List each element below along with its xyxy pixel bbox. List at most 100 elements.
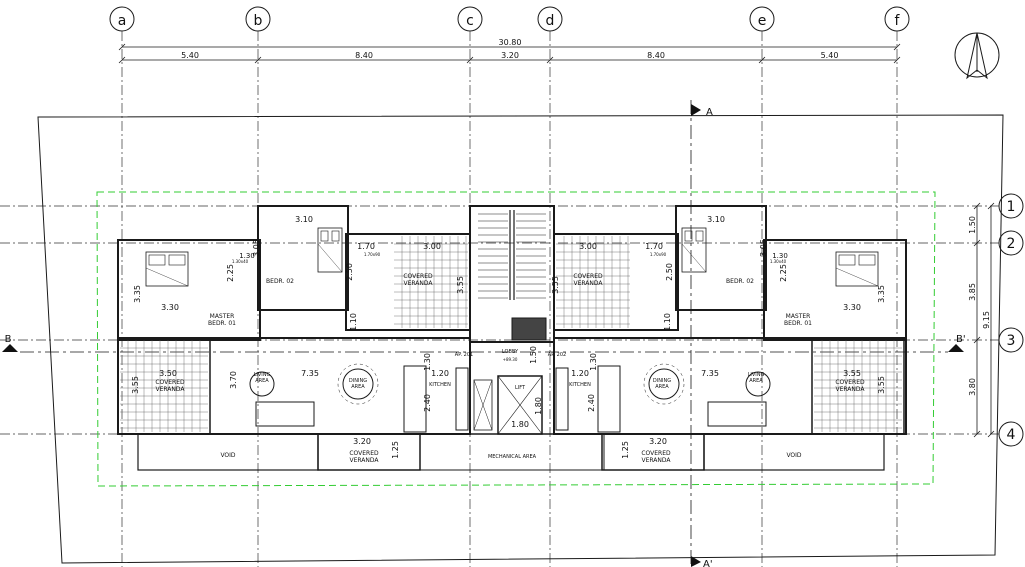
dim-label: 7.35 [301, 369, 319, 378]
dim-tick [758, 56, 766, 64]
dim-right: 1.50 [968, 216, 977, 234]
plan-label-line: BEDR. 01 [784, 320, 812, 327]
site-boundary [37, 114, 1004, 564]
dim-overall: 30.80 [499, 38, 522, 47]
pillow [168, 254, 186, 266]
dim-tick [973, 336, 981, 344]
wall-master-left [117, 239, 261, 341]
bed-fold [835, 267, 879, 287]
plan-label-line: VERANDA [403, 280, 433, 287]
dim-tick [973, 430, 981, 438]
dim-label: 3.05 [252, 239, 261, 257]
plan-label-line: COVERED [835, 379, 865, 386]
pillow [858, 254, 876, 266]
plan-label-line: LIVING [748, 372, 765, 378]
plan-label-line: COVERED [641, 450, 671, 457]
dim-span: 3.20 [501, 51, 519, 60]
dim-label: 3.55 [843, 369, 861, 378]
room-label: LIFT [515, 385, 526, 391]
section-label-a: A [706, 107, 713, 118]
dim-label: 2.25 [226, 264, 235, 282]
section-arrow-a [691, 104, 701, 116]
plan-label-line: COVERED [573, 273, 603, 280]
pillow [695, 230, 704, 242]
dim-label: 3.55 [456, 276, 465, 294]
dim-label: 3.55 [877, 376, 886, 394]
grid-label-column: f [895, 13, 901, 29]
dim-label: 1.70 [357, 242, 375, 251]
pillow [331, 230, 340, 242]
dim-label: 3.10 [707, 215, 725, 224]
dim-label: 1.70 [645, 242, 663, 251]
dim-label: 1.30x40 [232, 259, 249, 264]
room-label: KITCHEN [429, 382, 451, 388]
dim-label: 1.30x40 [770, 259, 787, 264]
plan-label-line: COVERED [349, 450, 379, 457]
hatch-veranda-ur [556, 236, 630, 328]
dim-tick [893, 56, 901, 64]
dim-label: 1.25 [391, 441, 400, 459]
dim-tick [893, 43, 901, 51]
dim-tick [118, 43, 126, 51]
dim-span: 5.40 [821, 51, 839, 60]
bed-fold [681, 243, 707, 273]
sofa-left [255, 401, 315, 427]
dim-label: 1.30 [239, 252, 255, 260]
dim-right: 3.85 [968, 283, 977, 301]
room-label: VOID [220, 452, 235, 459]
shaft-left [473, 379, 493, 431]
grid-label-column: c [466, 13, 474, 29]
plan-label-line: MASTER [786, 313, 811, 320]
room-label: AP. 202 [548, 352, 566, 358]
pillow [148, 254, 166, 266]
hatch-veranda-l [120, 340, 208, 432]
plan-label-line: VERANDA [349, 457, 379, 464]
wall-bedr02-left [257, 205, 349, 311]
plan-label-line: AREA [351, 384, 365, 390]
void-right [703, 433, 885, 471]
grid-label-row: 1 [1007, 199, 1016, 215]
stair-equipment [511, 317, 547, 341]
room-label: MECHANICAL AREA [488, 454, 537, 460]
pillow [320, 230, 329, 242]
section-label-b: B [5, 334, 12, 345]
living-table [249, 371, 275, 397]
dim-label: 3.10 [295, 215, 313, 224]
section-label-a-prime: A' [703, 559, 713, 567]
grid-label-column: b [254, 13, 263, 29]
dim-right: 3.80 [968, 378, 977, 396]
dim-span: 8.40 [355, 51, 373, 60]
dim-label: 2.25 [779, 264, 788, 282]
dim-right-overall: 9.15 [982, 311, 991, 329]
dim-tick [973, 239, 981, 247]
dim-label: 1.10 [349, 313, 358, 331]
wall-bedr02-right [675, 205, 767, 311]
grid-label-column: d [546, 13, 555, 29]
dim-label: 7.35 [701, 369, 719, 378]
dim-label: 3.35 [133, 285, 142, 303]
plan-label-line: VERANDA [573, 280, 603, 287]
plan-label-line: VERANDA [155, 386, 185, 393]
section-label-b-prime: B' [956, 334, 966, 345]
dining-table [342, 368, 374, 400]
section-arrow-a-prime [691, 556, 701, 567]
hatch-veranda-ul [394, 236, 468, 328]
dim-label: 1.70x90 [364, 252, 381, 257]
kitchen-column-left [455, 367, 469, 431]
dim-label: 3.30 [843, 303, 861, 312]
dim-tick [254, 56, 262, 64]
grid-label-row: 3 [1007, 333, 1016, 349]
pillow [838, 254, 856, 266]
dim-label: 1.30 [772, 252, 788, 260]
